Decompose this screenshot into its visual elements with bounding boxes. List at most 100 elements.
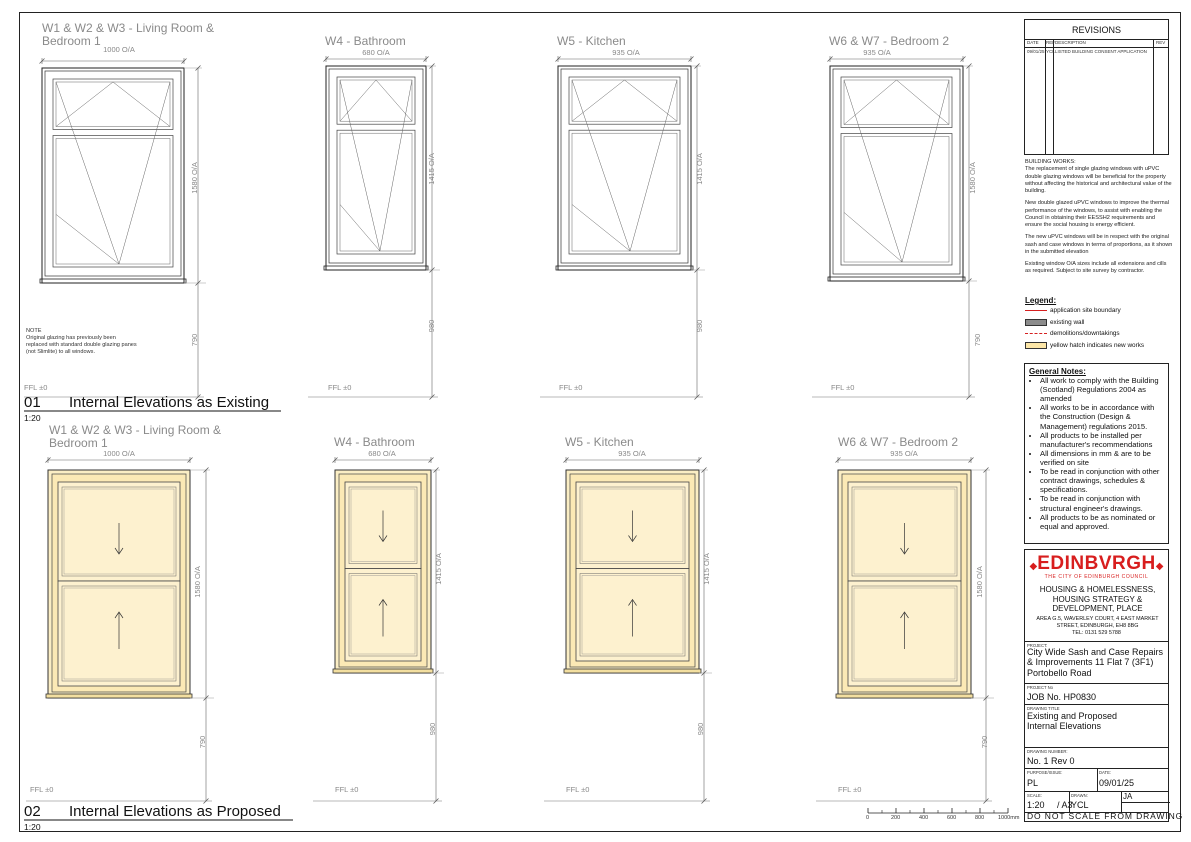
legend-swatch xyxy=(1025,310,1047,312)
top-light-frame xyxy=(336,76,416,125)
council-address: AREA G.5, WAVERLEY COURT, 4 EAST MARKET … xyxy=(1036,616,1159,629)
section-02-number: 02 xyxy=(24,803,41,820)
purpose-value: PL xyxy=(1027,778,1039,788)
scale-bar-label-400: 400 xyxy=(919,815,929,821)
dim-tick xyxy=(195,280,201,286)
top-hinge-line xyxy=(112,81,171,127)
scale-bar-label-200: 200 xyxy=(891,815,901,821)
revision-row-description: LISTED BUILDING CONSENT APPLICATION xyxy=(1055,49,1147,54)
council-department: HOUSING & HOMELESSNESS, HOUSING STRATEGY… xyxy=(1039,585,1156,614)
date-label: DATE: xyxy=(1099,770,1112,775)
proposed-title-w6: W6 & W7 - Bedroom 2 xyxy=(838,435,959,449)
proposed-height-w4: 1415 O/A xyxy=(434,553,444,585)
proposed-ffl-w5: FFL ±0 xyxy=(566,785,590,794)
dim-tick xyxy=(983,695,989,701)
existing-height-w5: 1415 O/A xyxy=(695,153,705,185)
legend-item: demolitions/downtakings xyxy=(1025,328,1170,340)
existing-height-w6: 1580 O/A xyxy=(968,162,978,194)
casement-line xyxy=(55,81,120,265)
sill xyxy=(323,265,429,271)
general-note-item: All products to be installed per manufac… xyxy=(1040,431,1164,449)
glazing-note: NOTE Original glazing has previously bee… xyxy=(26,328,138,356)
proposed-window-1 xyxy=(26,457,214,802)
existing-window-4 xyxy=(812,56,977,398)
main-light-glass xyxy=(55,138,171,265)
lower-glass-bead xyxy=(350,575,416,655)
existing-window-1 xyxy=(24,58,206,398)
checked-value: JA xyxy=(1123,792,1133,801)
proposed-sill-w4: 980 xyxy=(428,722,438,736)
upper-glass-bead xyxy=(581,488,684,562)
existing-sill-w5: 980 xyxy=(695,319,705,333)
existing-sill-w1: 790 xyxy=(190,333,200,347)
proposed-title-w1: W1 & W2 & W3 - Living Room & Bedroom 1 xyxy=(49,423,222,450)
dim-tick xyxy=(323,56,329,62)
sill xyxy=(563,668,702,674)
building-works-p1: The replacement of single glazing window… xyxy=(1025,166,1172,195)
dim-tick xyxy=(983,467,989,473)
dim-tick xyxy=(701,467,707,473)
casement-line xyxy=(629,79,678,252)
existing-width-w5: 935 O/A xyxy=(612,48,640,57)
top-light-glass xyxy=(843,79,950,125)
dim-tick xyxy=(827,56,833,62)
dim-tick xyxy=(187,457,193,463)
proposed-ffl-w4: FFL ±0 xyxy=(335,785,359,794)
up-arrow-icon xyxy=(628,598,637,606)
council-logo-subtitle: THE CITY OF EDINBURGH COUNCIL xyxy=(1044,574,1149,580)
proposed-window-4 xyxy=(816,457,994,802)
proposed-height-w6: 1580 O/A xyxy=(975,566,985,598)
dim-tick xyxy=(960,56,966,62)
down-arrow-icon xyxy=(628,535,637,543)
dim-tick xyxy=(688,56,694,62)
upper-glass-bead xyxy=(63,488,175,575)
revisions-header-date: DATE xyxy=(1027,40,1039,45)
section-01-title: Internal Elevations as Existing xyxy=(69,394,270,411)
section-01-number: 01 xyxy=(24,394,41,411)
casement-line xyxy=(379,79,413,252)
casement-line xyxy=(55,214,120,265)
proposed-window-3 xyxy=(544,457,712,802)
down-arrow-icon xyxy=(378,535,388,543)
sill xyxy=(827,276,966,282)
dim-tick xyxy=(429,63,435,69)
scale-value: 1:20 / A3 xyxy=(1027,800,1073,810)
top-light-frame xyxy=(52,78,174,130)
legend-swatch xyxy=(1025,341,1047,349)
top-hinge-line xyxy=(339,79,377,122)
building-works-p2: New double glazed uPVC windows to improv… xyxy=(1025,200,1169,229)
general-note-item: To be read in conjunction with other con… xyxy=(1040,467,1164,494)
dim-tick xyxy=(966,278,972,284)
dim-tick xyxy=(195,65,201,71)
top-hinge-line xyxy=(571,79,625,122)
sill xyxy=(39,278,187,284)
do-not-scale-notice: DO NOT SCALE FROM DRAWING xyxy=(1027,811,1184,821)
casement-line xyxy=(118,81,171,265)
casement-line xyxy=(843,212,903,263)
project-no-value: JOB No. HP0830 xyxy=(1027,692,1097,702)
existing-height-w4: 1415 O/A xyxy=(427,153,437,185)
existing-title-w6: W6 & W7 - Bedroom 2 xyxy=(829,34,950,48)
outer-frame xyxy=(41,67,185,284)
top-hinge-line xyxy=(896,79,950,125)
top-light-frame xyxy=(840,76,953,128)
casement-line xyxy=(339,204,381,252)
down-arrow-icon xyxy=(114,547,124,555)
existing-title-w4: W4 - Bathroom xyxy=(325,34,406,48)
legend-heading: Legend: xyxy=(1025,296,1057,305)
revision-row-ref: YCL xyxy=(1046,49,1055,54)
main-light-frame xyxy=(840,133,953,266)
dim-tick xyxy=(423,56,429,62)
dim-tick xyxy=(433,798,439,804)
revisions-header-rev: REV xyxy=(1156,40,1166,45)
dim-tick xyxy=(39,58,45,64)
glazing-note-text: Original glazing has previously been rep… xyxy=(26,334,137,355)
building-works-p3: The new uPVC windows will be in respect … xyxy=(1025,234,1173,255)
dim-tick xyxy=(694,63,700,69)
existing-width-w4: 680 O/A xyxy=(362,48,390,57)
inner-frame xyxy=(44,70,182,277)
dim-tick xyxy=(966,63,972,69)
purpose-label: PURPOSE/ISSUE: xyxy=(1027,770,1063,775)
